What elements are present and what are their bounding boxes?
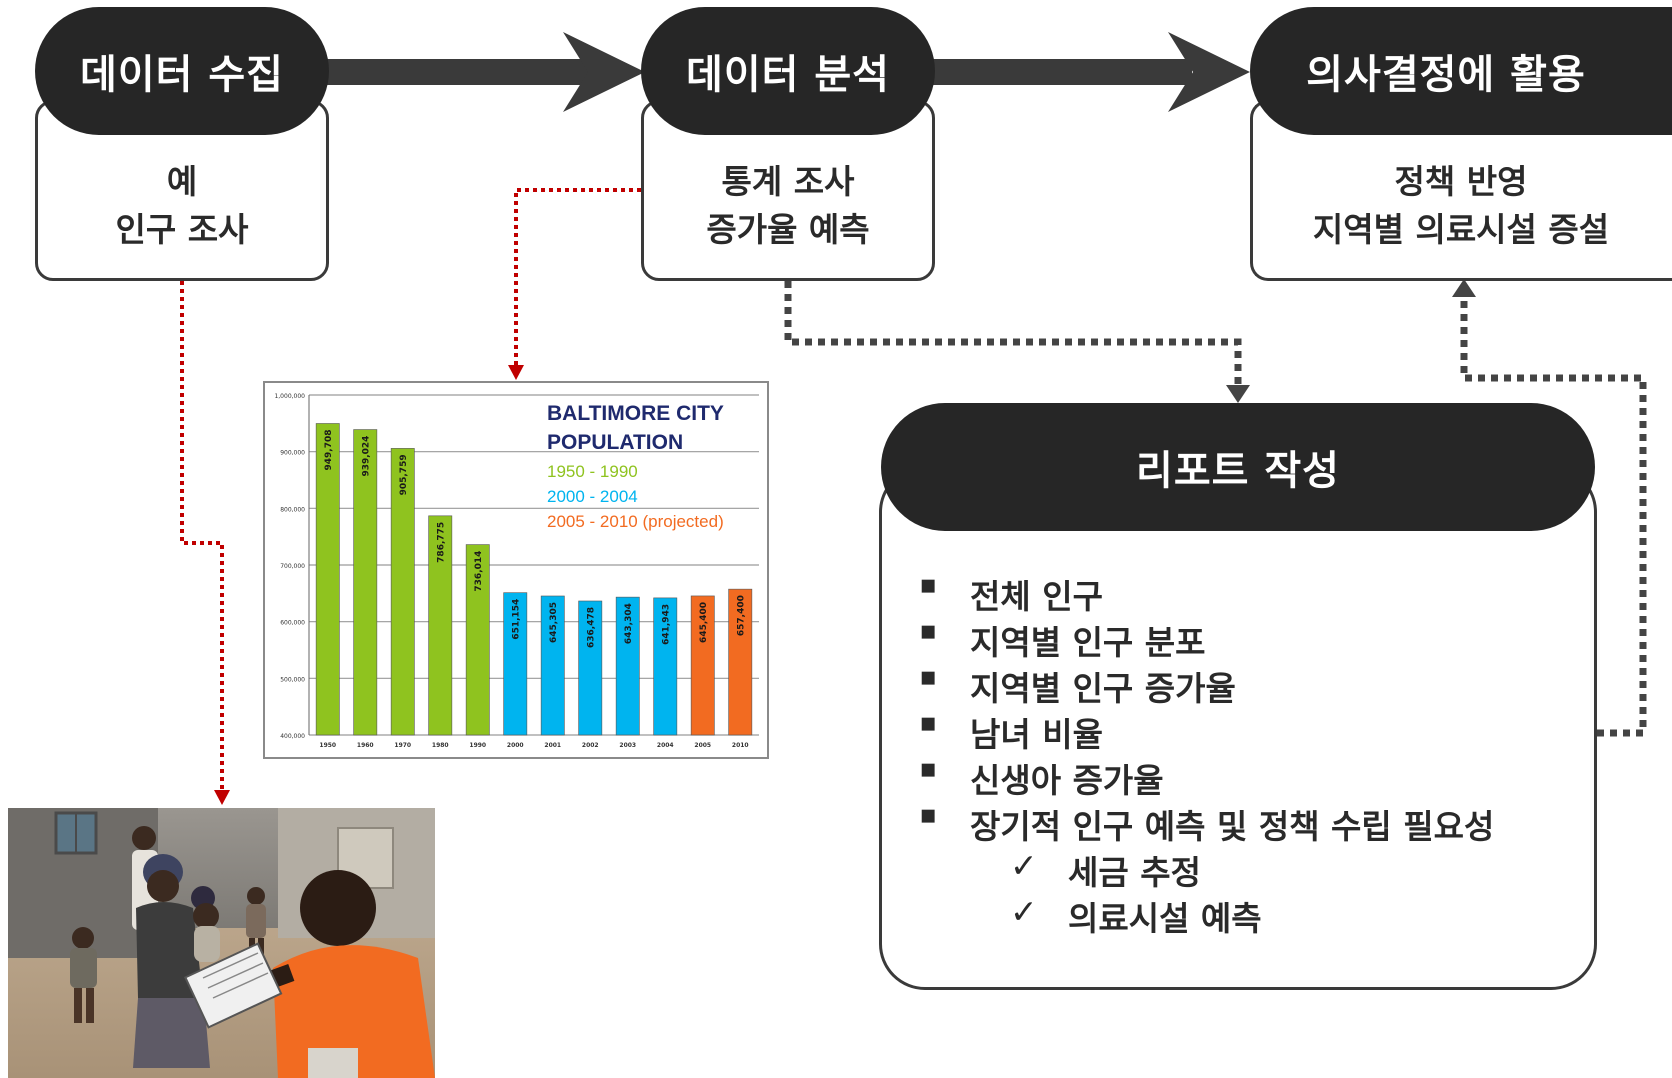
step-analysis-body: 통계 조사 증가율 예측 <box>641 141 935 271</box>
x-tick-label: 2003 <box>619 742 636 749</box>
bar-value-label: 657,400 <box>736 595 746 636</box>
x-tick-label: 2010 <box>732 742 749 749</box>
x-tick-label: 2004 <box>657 742 674 749</box>
report-item-text: 전체 인구 <box>970 577 1103 616</box>
dotted-arrowhead-decision <box>1452 279 1476 297</box>
report-title: 리포트 작성 <box>881 403 1595 531</box>
bar <box>653 597 678 736</box>
bar-value-label: 641,943 <box>661 604 671 645</box>
x-tick-label: 2005 <box>694 742 711 749</box>
bar <box>390 448 415 736</box>
bar <box>353 429 378 736</box>
bar-value-label: 645,305 <box>549 602 559 643</box>
step-analysis-line-1: 통계 조사 <box>721 162 855 201</box>
check-icon: ✓ <box>1010 846 1038 885</box>
y-tick-label: 800,000 <box>280 506 305 513</box>
bullet-icon: ▪ <box>919 570 937 600</box>
chart-title-line-2: POPULATION <box>547 431 683 454</box>
step-collect-line-2: 인구 조사 <box>115 210 249 249</box>
bar-value-label: 905,759 <box>399 454 409 495</box>
legend-entry: 2000 - 2004 <box>547 487 638 506</box>
legend-entry: 1950 - 1990 <box>547 462 638 481</box>
bar <box>615 596 640 736</box>
bar-value-label: 651,154 <box>511 599 521 640</box>
step-collect-title: 데이터 수집 <box>35 7 329 135</box>
bullet-icon: ▪ <box>919 800 937 830</box>
step-decision-line-2: 지역별 의료시설 증설 <box>1312 210 1610 249</box>
x-tick-label: 1950 <box>319 742 336 749</box>
red-arrowhead-photo <box>214 790 230 805</box>
red-arrowhead-chart <box>508 365 524 380</box>
x-tick-label: 1980 <box>432 742 449 749</box>
dotted-arrowhead-report <box>1226 385 1250 403</box>
y-tick-label: 1,000,000 <box>274 393 305 400</box>
legend-entry: 2005 - 2010 (projected) <box>547 512 724 531</box>
bar-value-label: 736,014 <box>474 551 484 592</box>
x-tick-label: 1990 <box>469 742 486 749</box>
y-tick-label: 400,000 <box>280 733 305 740</box>
y-tick-label: 600,000 <box>280 620 305 627</box>
child-figure-left <box>70 927 97 1023</box>
flow-arrow-1 <box>326 32 645 112</box>
report-item-text: 장기적 인구 예측 및 정책 수립 필요성 <box>970 807 1495 846</box>
bar-value-label: 643,304 <box>624 603 634 644</box>
bar <box>315 423 340 736</box>
report-item-text: 지역별 인구 증가율 <box>970 669 1236 708</box>
bar <box>578 600 603 736</box>
step-collect-body: 예 인구 조사 <box>35 141 329 271</box>
flow-arrow-2 <box>932 32 1250 112</box>
report-item-text: 지역별 인구 분포 <box>970 623 1206 662</box>
bar-value-label: 636,478 <box>586 607 596 648</box>
step-decision-title: 의사결정에 활용 <box>1250 7 1672 135</box>
x-tick-label: 2000 <box>507 742 524 749</box>
y-tick-label: 700,000 <box>280 563 305 570</box>
bar-value-label: 645,400 <box>699 602 709 643</box>
y-tick-label: 900,000 <box>280 450 305 457</box>
bullet-icon: ▪ <box>919 708 937 738</box>
bullet-icon: ▪ <box>919 754 937 784</box>
bullet-icon: ▪ <box>919 662 937 692</box>
red-connector-analysis-to-chart <box>514 188 641 365</box>
step-decision-line-1: 정책 반영 <box>1394 162 1528 201</box>
bar <box>690 595 715 736</box>
dotted-connector-report-to-decision <box>1460 297 1647 737</box>
bar <box>428 515 453 736</box>
bar-value-label: 939,024 <box>361 436 371 477</box>
bar-value-label: 786,775 <box>436 522 446 563</box>
population-chart: 400,000 500,000 600,000 700,000 800,000 900,0… <box>263 381 769 759</box>
x-tick-label: 2002 <box>582 742 599 749</box>
report-item-text: 신생아 증가율 <box>970 761 1164 800</box>
woman-figure <box>133 854 220 1068</box>
bar <box>540 595 565 736</box>
check-icon: ✓ <box>1010 892 1038 931</box>
step-collect-line-1: 예 <box>166 162 198 201</box>
red-connector-collect-to-photo <box>180 281 224 790</box>
bar <box>503 592 528 736</box>
x-tick-label: 2001 <box>544 742 561 749</box>
population-chart-svg: 400,000 500,000 600,000 700,000 800,000 900,0… <box>274 393 759 749</box>
bullet-icon: ▪ <box>919 616 937 646</box>
step-analysis-line-2: 증가율 예측 <box>706 210 870 249</box>
x-tick-label: 1960 <box>357 742 374 749</box>
bar-value-label: 949,708 <box>324 429 334 470</box>
step-analysis-title: 데이터 분석 <box>641 7 935 135</box>
dotted-connector-analysis-to-report <box>784 281 1242 385</box>
report-item-text: 남녀 비율 <box>970 715 1103 754</box>
x-tick-label: 1970 <box>394 742 411 749</box>
census-photo-illustration <box>8 808 435 1078</box>
bar <box>728 588 753 736</box>
report-sub-item-text: 의료시설 예측 <box>1068 899 1262 938</box>
report-sub-item-text: 세금 추정 <box>1068 853 1201 892</box>
chart-title-line-1: BALTIMORE CITY <box>547 402 724 425</box>
y-tick-label: 500,000 <box>280 676 305 683</box>
step-decision-body: 정책 반영 지역별 의료시설 증설 <box>1250 141 1672 271</box>
bar <box>465 544 490 736</box>
census-photo <box>8 808 435 1078</box>
census-worker-figure <box>184 870 435 1078</box>
